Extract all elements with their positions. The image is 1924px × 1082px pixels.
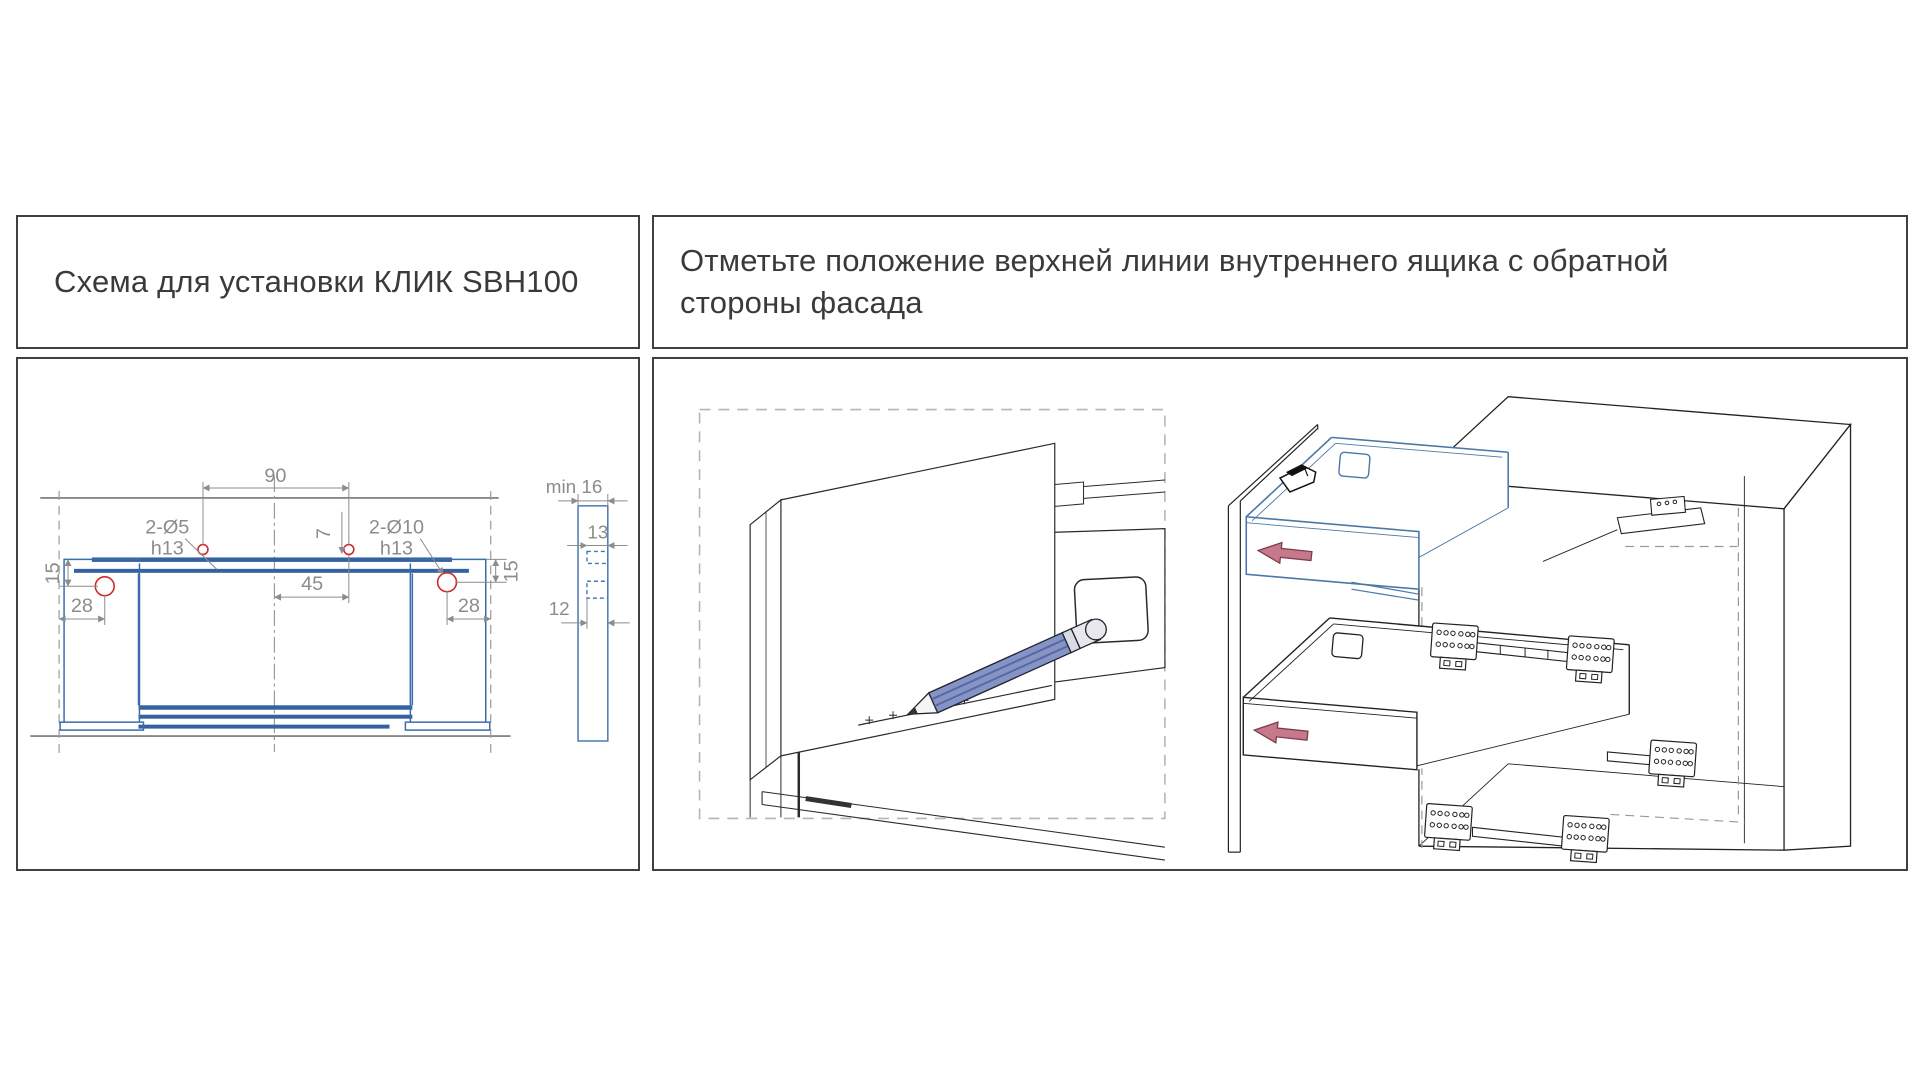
slide-hardware bbox=[1423, 495, 1706, 864]
label-large-holes: 2-Ø10 bbox=[369, 517, 424, 539]
dim-label-7: 7 bbox=[313, 528, 335, 539]
facade-marking-illustration bbox=[698, 408, 1166, 861]
cabinet-bottom-edge bbox=[761, 791, 1165, 861]
slide-rail-front-view bbox=[59, 557, 491, 731]
dim-label-90: 90 bbox=[264, 465, 286, 487]
direction-arrows bbox=[1252, 541, 1313, 744]
drawer-side-wall bbox=[1043, 528, 1166, 685]
hidden-edge-dashed-lines bbox=[58, 476, 492, 754]
right-panel-title-line2: стороны фасада bbox=[680, 285, 923, 320]
dim-label-min16: min 16 bbox=[546, 476, 603, 497]
pencil-icon bbox=[906, 618, 1107, 715]
arrow-left-top-drawer bbox=[1256, 541, 1313, 565]
cabinet-body bbox=[1417, 396, 1852, 851]
installation-schematic-svg: 90 7 45 15 28 15 28 2-Ø5 h13 2-Ø10 h13 bbox=[30, 465, 630, 754]
sbh100-clip-icon bbox=[1278, 464, 1317, 493]
dim-label-15-right: 15 bbox=[501, 560, 523, 582]
right-panel-title-bar: Отметьте положение верхней линии внутрен… bbox=[652, 215, 1908, 349]
drawer-back-cutout-top bbox=[1338, 451, 1371, 479]
dim-label-15-left: 15 bbox=[42, 562, 64, 584]
dimension-labels: 90 7 45 15 28 15 28 2-Ø5 h13 2-Ø10 h13 bbox=[42, 465, 522, 617]
facade-panel bbox=[749, 442, 1056, 818]
left-panel-title: Схема для установки КЛИК SBH100 bbox=[54, 264, 579, 300]
facade-board bbox=[1227, 424, 1319, 853]
side-section-view: min 16 13 12 bbox=[546, 476, 630, 742]
cabinet-rail-mid-right bbox=[1647, 739, 1698, 789]
dim-label-45: 45 bbox=[301, 573, 323, 595]
label-small-holes-tol: h13 bbox=[151, 537, 184, 559]
dim-label-12: 12 bbox=[549, 598, 570, 619]
drawer-back-cutout-bottom bbox=[1331, 632, 1364, 660]
cabinet-illustration bbox=[1227, 396, 1852, 864]
inner-drawer-top bbox=[1245, 436, 1510, 601]
marking-illustration-svg bbox=[698, 396, 1852, 864]
left-panel-title-bar: Схема для установки КЛИК SBH100 bbox=[16, 215, 640, 349]
dim-label-28-right: 28 bbox=[458, 595, 480, 617]
left-panel-drawing-area: 90 7 45 15 28 15 28 2-Ø5 h13 2-Ø10 h13 bbox=[16, 357, 640, 871]
dimension-lines bbox=[58, 482, 507, 625]
panel-edge-lines bbox=[30, 497, 511, 737]
dim-label-13: 13 bbox=[587, 522, 608, 543]
right-panel-illustration-area bbox=[652, 357, 1908, 871]
label-small-holes: 2-Ø5 bbox=[145, 517, 189, 539]
label-large-holes-tol: h13 bbox=[380, 537, 413, 559]
dim-label-28-left: 28 bbox=[71, 595, 93, 617]
arrow-left-bottom-drawer bbox=[1252, 721, 1309, 744]
right-panel-title-line1: Отметьте положение верхней линии внутрен… bbox=[680, 243, 1669, 279]
